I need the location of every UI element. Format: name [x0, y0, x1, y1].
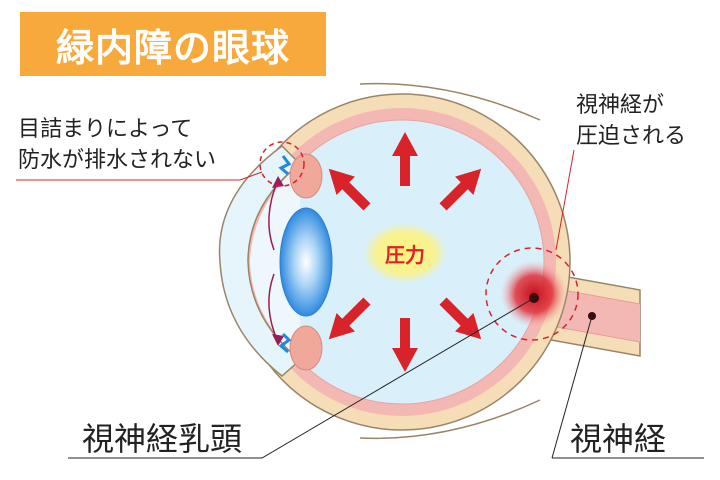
title-banner: 緑内障の眼球 [20, 12, 326, 76]
optic-disc-leader [68, 297, 535, 459]
diagram-title: 緑内障の眼球 [55, 25, 290, 70]
compressed-label-line2: 圧迫される [576, 124, 687, 149]
drainage-circle [259, 141, 305, 187]
ciliary-body-lower [289, 325, 323, 371]
cornea [218, 145, 302, 377]
ciliary-body-upper [289, 153, 323, 199]
arrow-down-left [328, 297, 371, 340]
compressed-label-line1: 視神経が [576, 93, 665, 118]
optic-disc-label: 視神経乳頭 [82, 420, 243, 458]
lens [279, 207, 333, 317]
compressed-leader [555, 149, 575, 251]
arrow-down [392, 318, 418, 372]
drainage-leader [16, 171, 263, 181]
optic-nerve-leader-diag [551, 315, 593, 459]
pressure-glow [363, 223, 447, 283]
upper-outer-arc [359, 82, 541, 121]
arrow-up-right [439, 168, 482, 211]
pressure-label: 圧力 [385, 242, 425, 267]
drainage-label-line2: 防水が排水されない [18, 148, 217, 173]
drainage-label-line1: 目詰まりによって [18, 117, 193, 142]
lower-outer-arc [359, 399, 541, 440]
optic-nerve-label: 視神経 [570, 420, 667, 458]
pressure-arrows [328, 132, 482, 372]
drainage-label: 目詰まりによって 防水が排水されない [18, 114, 216, 176]
compressed-label: 視神経が 圧迫される [576, 90, 686, 152]
arrow-down-right [439, 297, 482, 340]
blocked-drainage-lower [278, 332, 292, 354]
arrow-up-left [328, 168, 371, 211]
arrow-up [392, 132, 418, 186]
anterior-chamber [250, 164, 300, 360]
blocked-drainage-upper [278, 155, 292, 176]
optic-disc-circle [485, 247, 579, 341]
